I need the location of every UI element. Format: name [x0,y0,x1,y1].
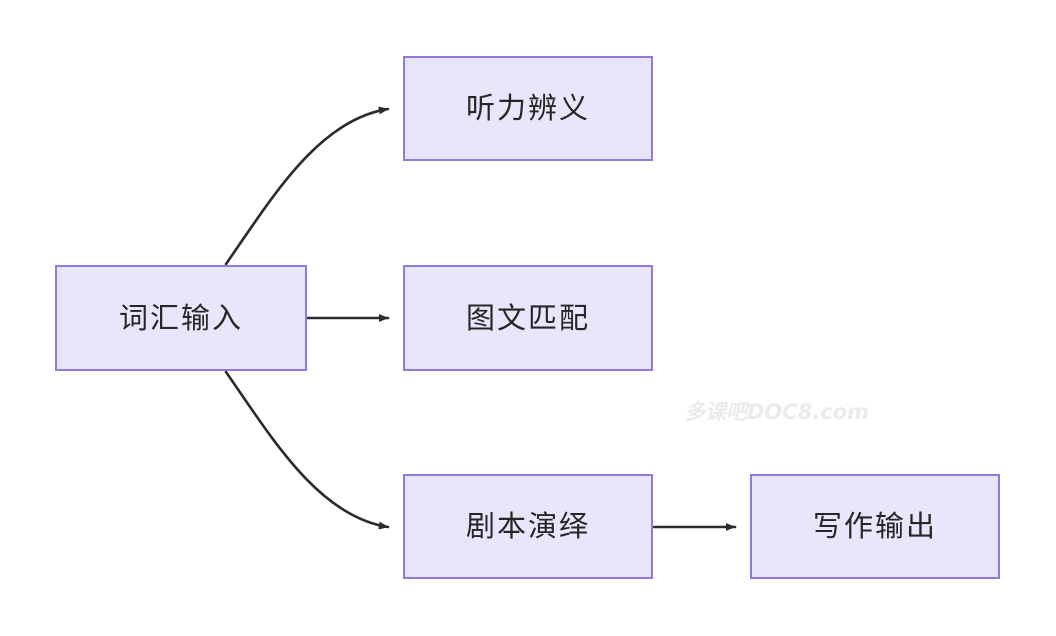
node-label: 听力辨义 [465,91,590,125]
node-label: 写作输出 [812,509,937,543]
node-label: 词汇输入 [118,300,243,335]
node-image-match[interactable]: 图文匹配 [403,265,653,371]
node-label: 剧本演绎 [465,509,590,543]
node-label: 图文匹配 [465,300,590,335]
edge-vocab-to-listening [224,106,390,266]
node-listening[interactable]: 听力辨义 [403,56,653,161]
node-script-act[interactable]: 剧本演绎 [403,474,653,579]
node-vocab-input[interactable]: 词汇输入 [55,265,307,371]
watermark-text: 多课吧DOC8.com [684,400,870,424]
node-writing-output[interactable]: 写作输出 [750,474,1000,579]
edge-vocab-to-script [224,370,390,530]
